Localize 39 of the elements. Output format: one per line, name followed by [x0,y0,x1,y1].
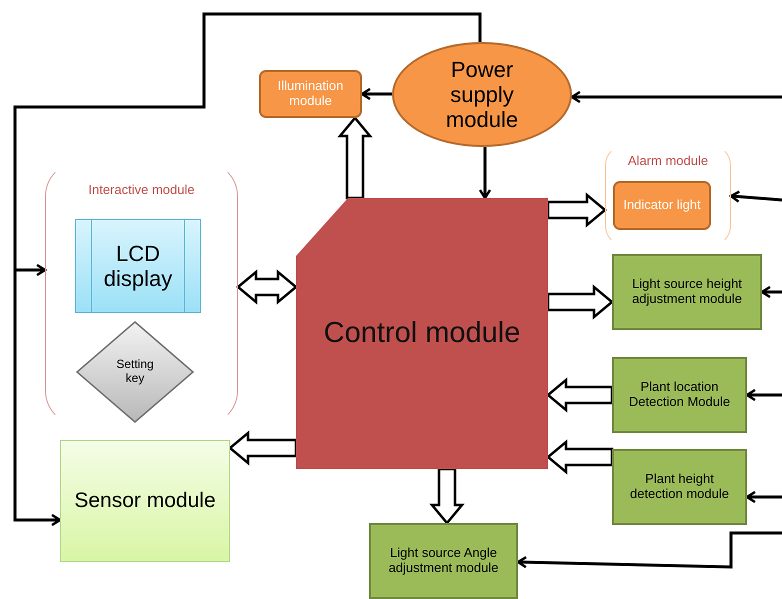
process-box [613,181,711,230]
block-arrow [546,192,607,228]
block-arrow [429,468,465,525]
process-box [60,440,230,562]
arrow [360,88,392,100]
display-box [75,219,201,313]
node-label: Light source height adjustment module [631,277,743,307]
node-label: Light source Angle adjustment module [388,546,500,576]
block-arrow [236,269,298,305]
block-arrow [546,284,614,320]
node-label: Plant location Detection Module [628,380,732,410]
control-block [296,198,548,469]
process-box [612,254,762,330]
block-arrow [546,439,614,475]
node-label: Power supply module [444,56,520,132]
block-arrow [546,377,614,413]
node-label: Sensor module [74,488,216,514]
arrow [478,146,492,200]
arrow [730,190,782,203]
arrow [760,286,782,298]
arrow [516,532,782,569]
node-label: Interactive module [88,183,195,198]
process-box [612,449,747,525]
arrow [570,90,782,104]
arrow [14,12,482,526]
block-arrow [228,430,298,466]
node-label: Illumination module [276,79,344,109]
process-box [612,357,747,433]
block-arrow [337,116,373,200]
node-label: Indicator light [622,198,702,213]
node-label: Setting key [115,358,155,386]
arrow [746,388,782,402]
node-label: Alarm module [628,154,708,169]
process-box [259,70,362,118]
process-box [369,523,518,599]
arrow [746,490,782,504]
node-label: Control module [324,316,520,350]
node-label: Plant height detection module [628,472,730,502]
node-label: LCD display [102,240,174,292]
